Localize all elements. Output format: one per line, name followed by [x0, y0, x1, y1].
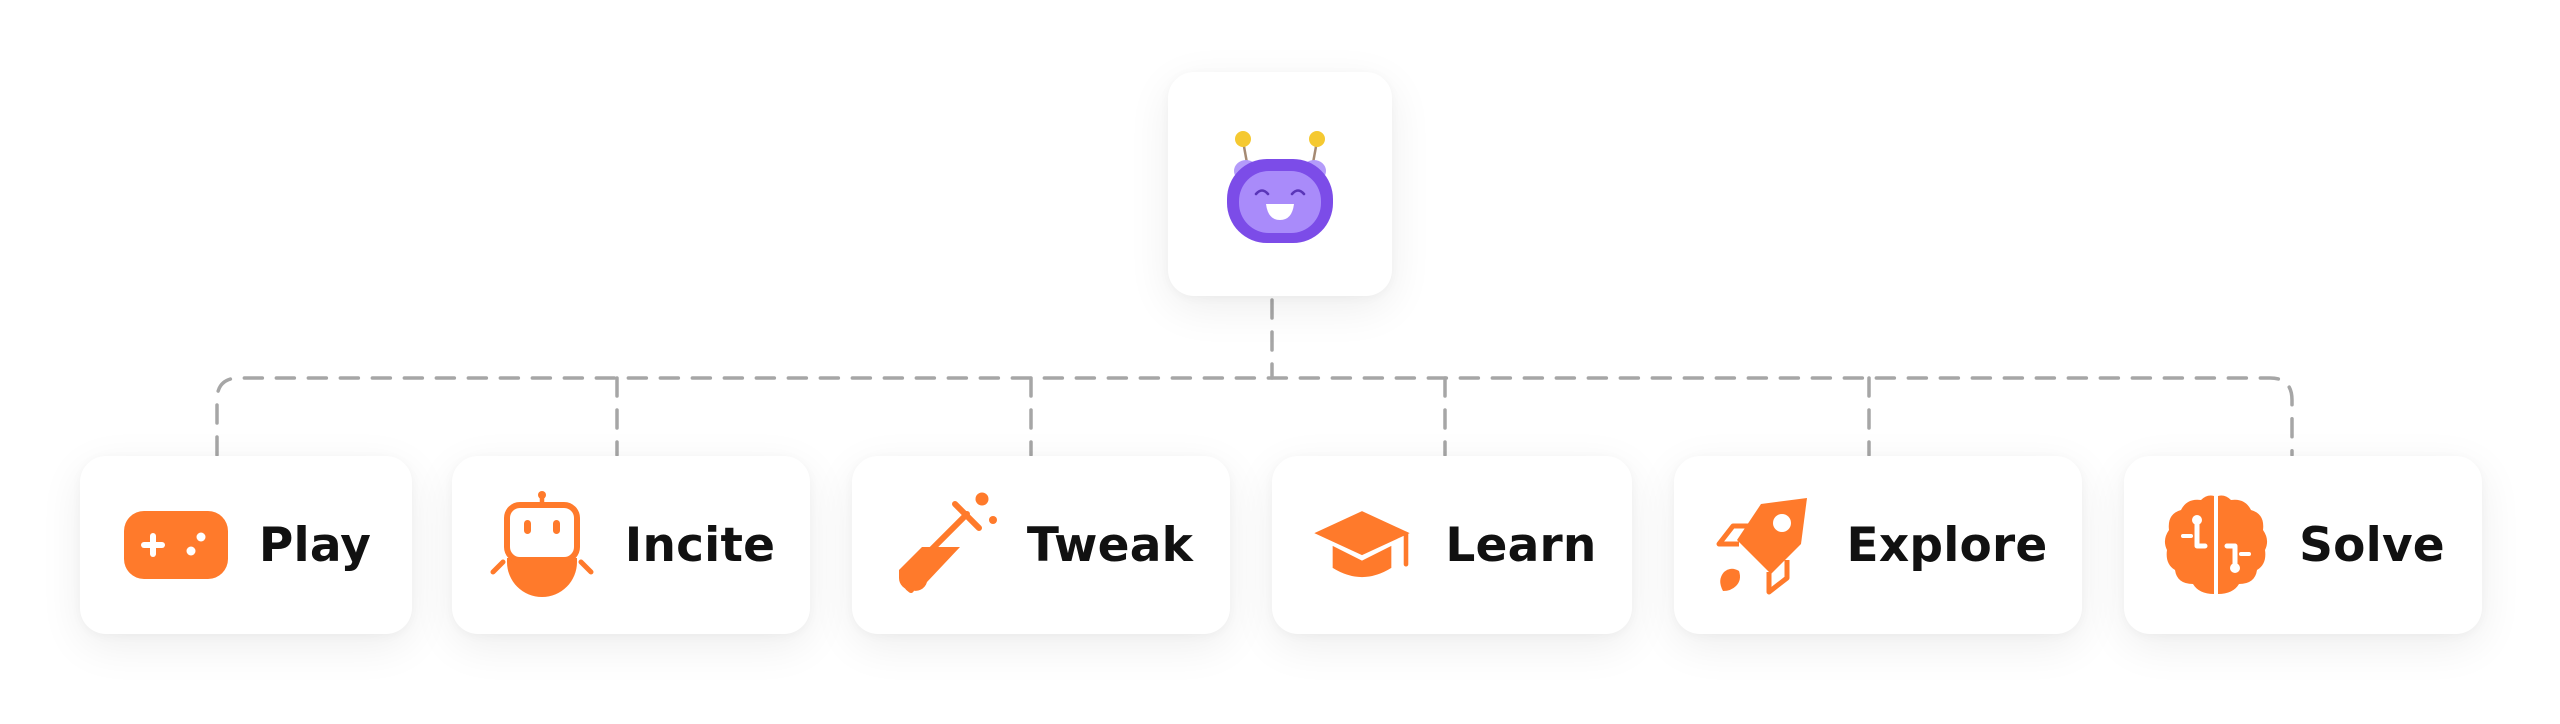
node-label: Play	[258, 517, 372, 573]
node-label: Tweak	[1026, 517, 1194, 573]
node-play[interactable]: Play	[80, 456, 412, 634]
node-solve[interactable]: Solve	[2124, 456, 2482, 634]
test-tube-icon	[889, 490, 999, 600]
robot-head-icon	[487, 490, 597, 600]
node-incite[interactable]: Incite	[452, 456, 810, 634]
rocket-icon	[1709, 490, 1819, 600]
node-label: Learn	[1445, 517, 1597, 573]
robot-mascot-icon	[1227, 131, 1333, 243]
branch-bus-connector	[215, 376, 2294, 457]
node-label: Incite	[624, 517, 776, 573]
node-tweak[interactable]: Tweak	[852, 456, 1230, 634]
node-learn[interactable]: Learn	[1272, 456, 1632, 634]
brain-circuit-icon	[2161, 490, 2271, 600]
node-label: Solve	[2299, 517, 2445, 573]
root-node	[1168, 72, 1392, 296]
graduation-cap-icon	[1307, 490, 1417, 600]
node-explore[interactable]: Explore	[1674, 456, 2082, 634]
node-label: Explore	[1846, 517, 2048, 573]
gamepad-icon	[121, 490, 231, 600]
